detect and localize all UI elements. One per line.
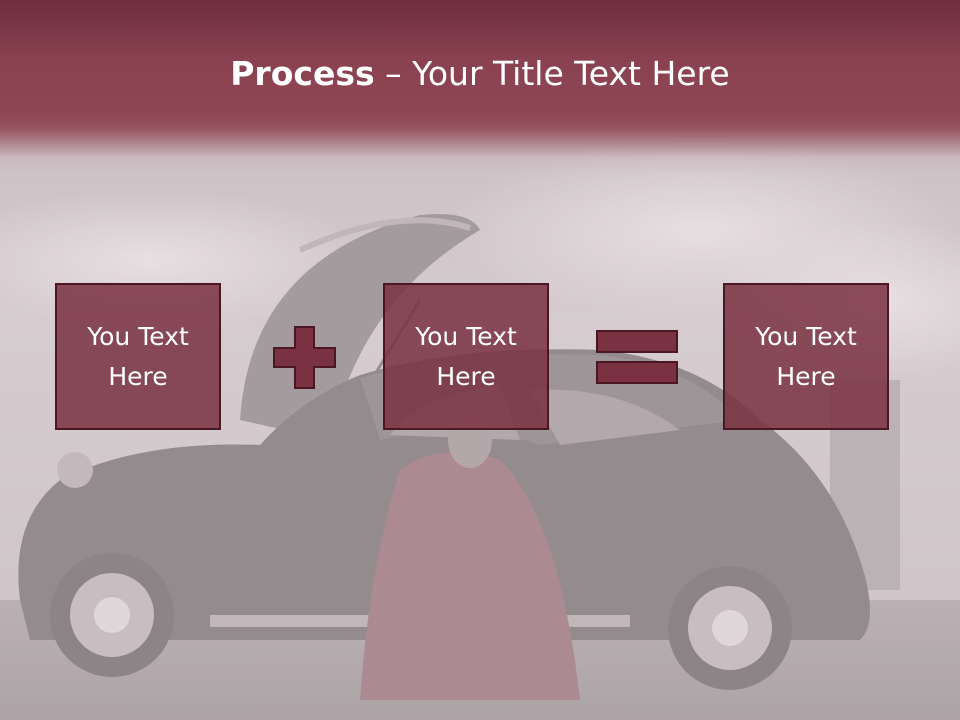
header-band [0,0,960,175]
process-box-3[interactable]: You Text Here [723,283,889,430]
title-separator: – [374,54,413,93]
title-rest: Your Title Text Here [412,54,730,93]
process-box-3-line1: You Text [755,321,857,351]
equals-icon[interactable] [596,330,678,384]
process-box-1-label: You Text Here [68,317,208,397]
process-box-3-label: You Text Here [736,317,876,397]
process-box-1[interactable]: You Text Here [55,283,221,430]
process-box-2-line2: Here [436,361,496,391]
process-box-2-label: You Text Here [396,317,536,397]
process-box-2-line1: You Text [415,321,517,351]
process-box-1-line1: You Text [87,321,189,351]
process-box-1-line2: Here [108,361,168,391]
process-box-3-line2: Here [776,361,836,391]
slide-title[interactable]: Process – Your Title Text Here [0,52,960,96]
title-bold: Process [230,54,375,93]
plus-icon[interactable] [273,326,336,389]
process-box-2[interactable]: You Text Here [383,283,549,430]
